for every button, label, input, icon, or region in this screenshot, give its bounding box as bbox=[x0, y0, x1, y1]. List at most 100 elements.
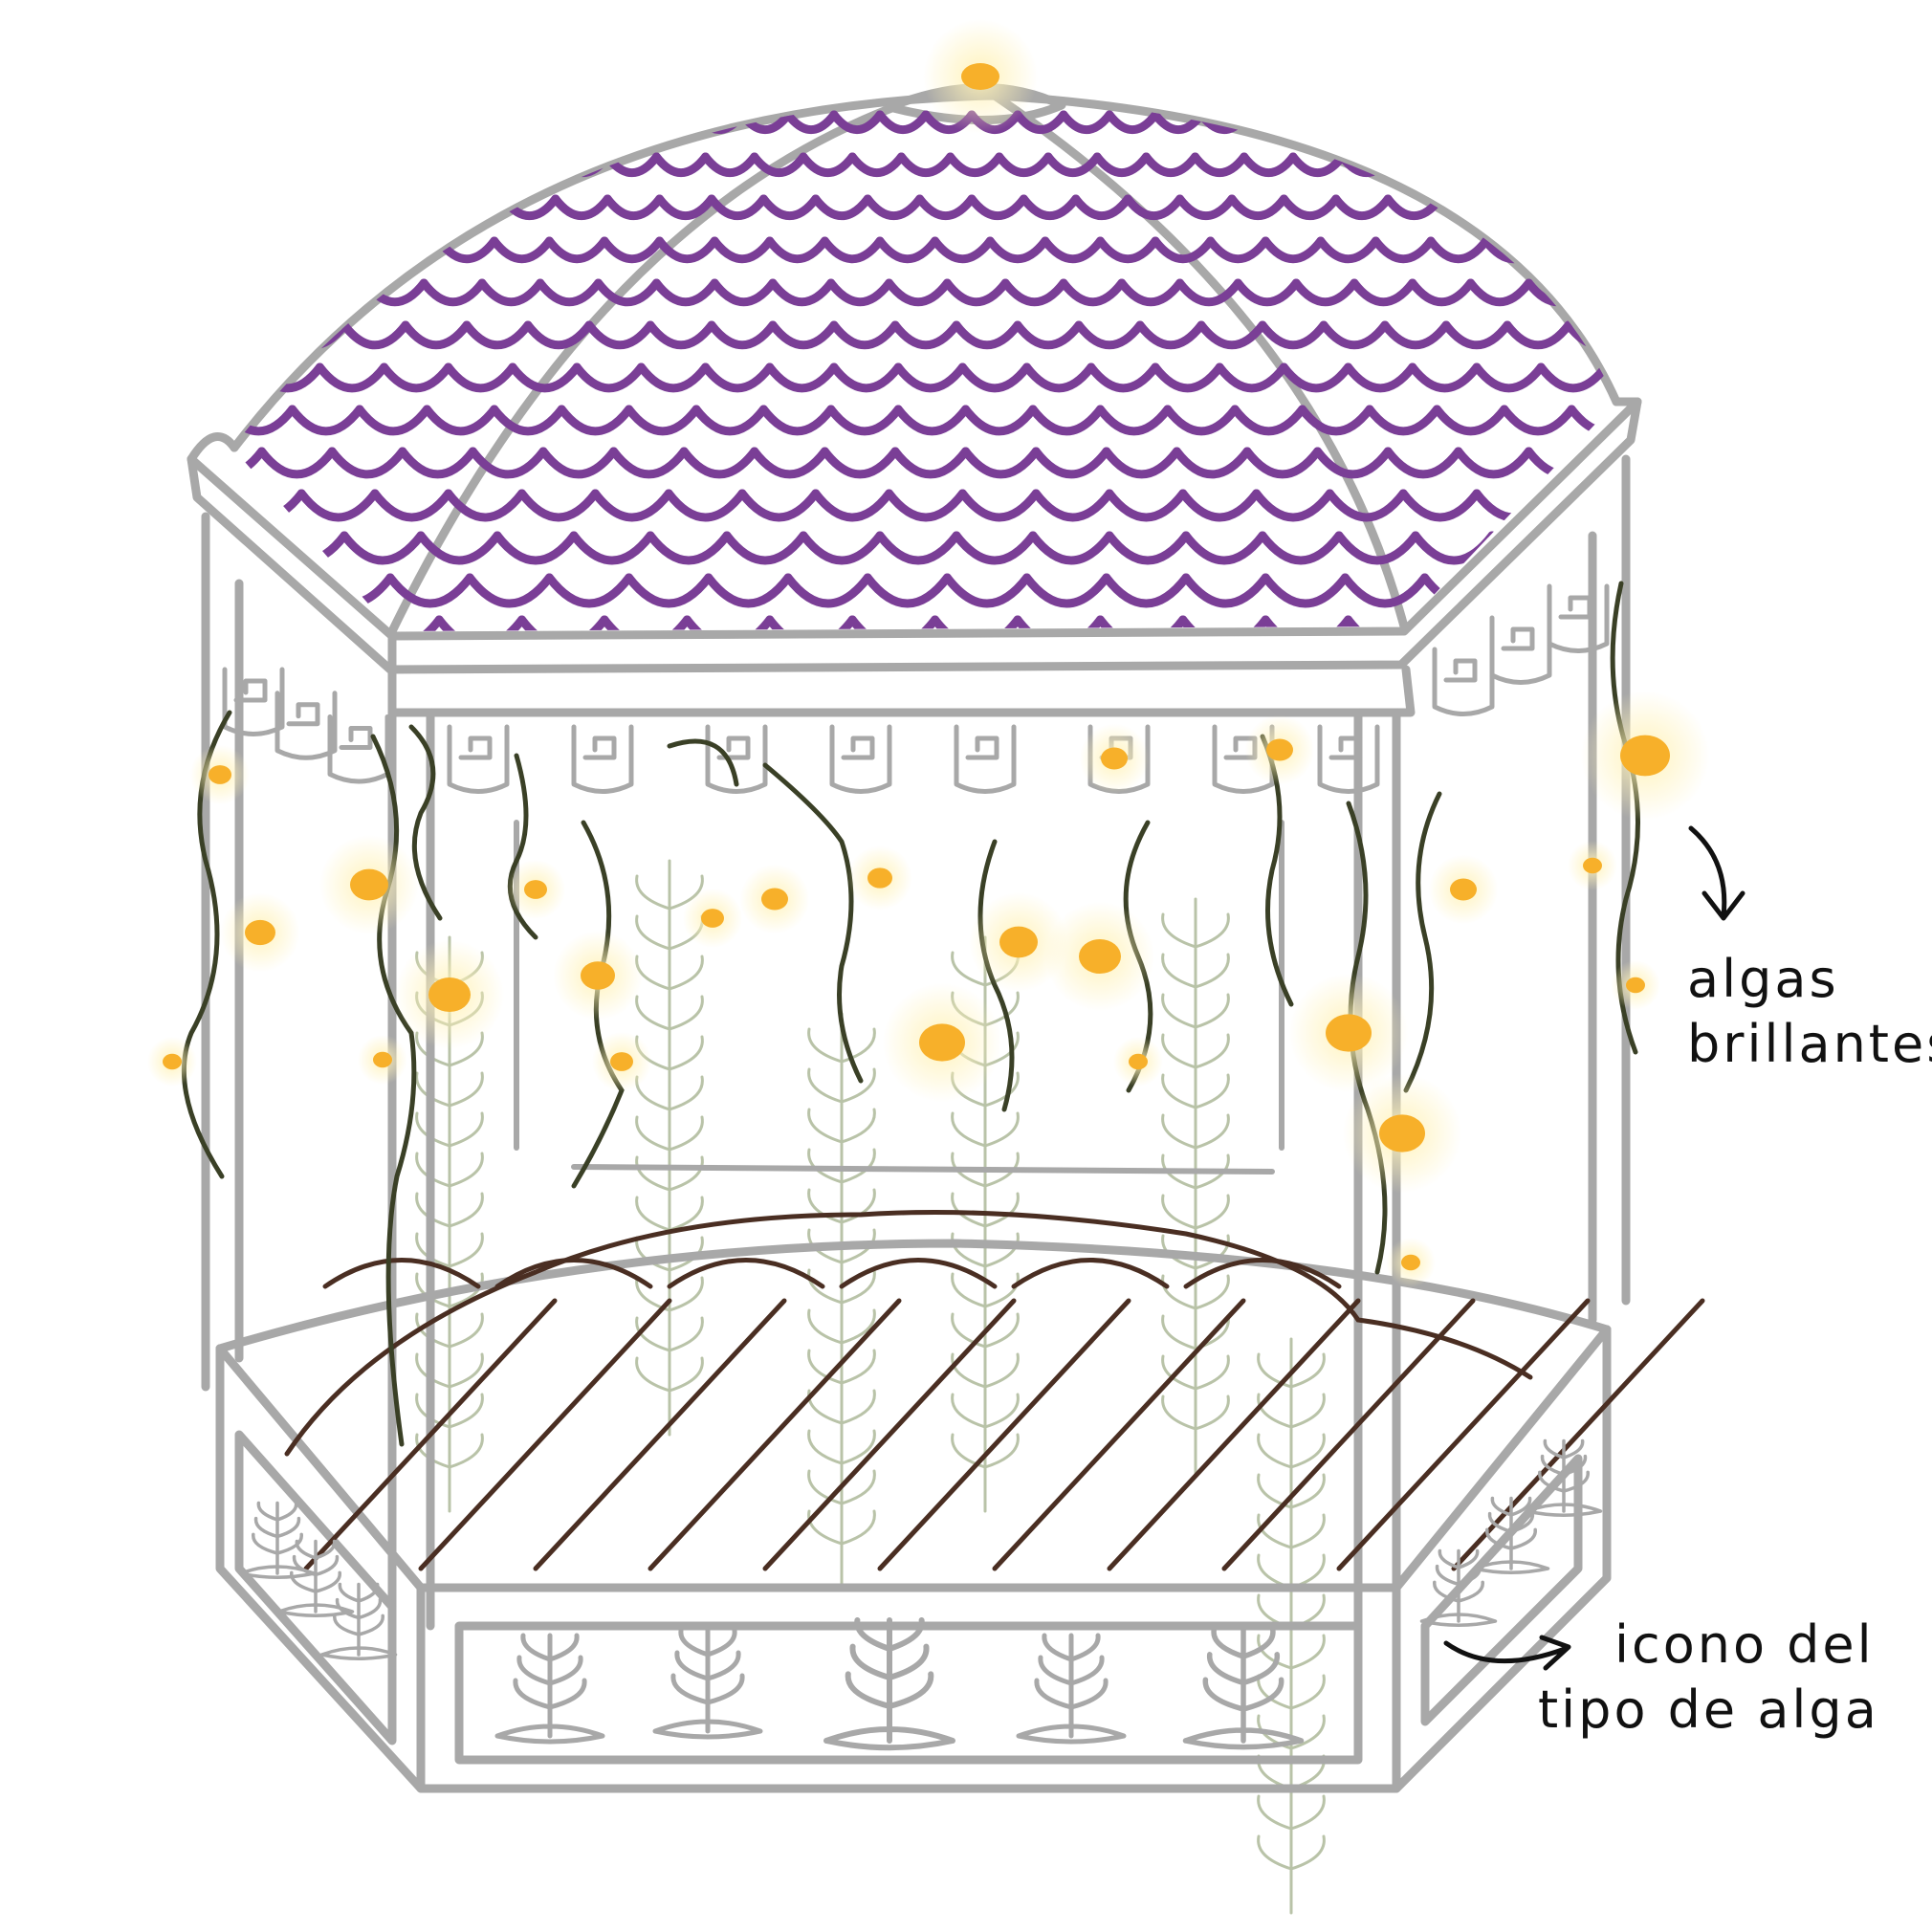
roof-scale bbox=[829, 362, 903, 393]
glowing-algae-bulb bbox=[373, 1051, 392, 1068]
roof-scale bbox=[1298, 405, 1374, 436]
roof-scale bbox=[456, 152, 515, 177]
roof-scale bbox=[1197, 320, 1267, 350]
roof-scale bbox=[232, 278, 254, 307]
ghost-plant-leaf bbox=[1257, 1634, 1326, 1670]
ghost-plant-leaf bbox=[807, 1308, 876, 1345]
ghost-plant-leaf bbox=[807, 1509, 876, 1546]
ghost-plant-leaf bbox=[415, 1272, 484, 1308]
fern-leaf-stroke bbox=[319, 1582, 398, 1660]
roof-scale bbox=[915, 194, 977, 220]
annotation-arrows bbox=[1443, 825, 1745, 1671]
roof-scale bbox=[1600, 362, 1616, 393]
ghost-plant-leaf bbox=[807, 1067, 876, 1104]
roof-scale bbox=[1331, 194, 1393, 220]
glowing-algae-bulb bbox=[1583, 857, 1602, 874]
glowing-algae-bulb bbox=[1626, 977, 1645, 994]
roof-scale bbox=[1380, 110, 1436, 134]
roof-scale bbox=[1380, 320, 1451, 350]
glowing-algae-bulb bbox=[1129, 1053, 1148, 1070]
roof-scale bbox=[1484, 152, 1543, 177]
roof-scale bbox=[704, 573, 793, 608]
roof-scale bbox=[875, 110, 931, 134]
roof-scale bbox=[269, 236, 334, 264]
roof-scale bbox=[885, 278, 952, 307]
roof-scale bbox=[829, 110, 885, 134]
roof-scale bbox=[1436, 152, 1494, 177]
roof-scale bbox=[1175, 194, 1237, 220]
fern-leaf-stroke bbox=[238, 1501, 317, 1579]
roof-scale bbox=[679, 447, 759, 479]
roof-scale bbox=[370, 489, 453, 522]
algae-vine bbox=[667, 738, 739, 787]
roof-scale bbox=[646, 531, 732, 565]
glowing-algae-label-line1: algas bbox=[1687, 949, 1839, 1009]
ghost-plant-leaf bbox=[635, 1155, 704, 1192]
algae-type-icon-label: icono del tipo de alga bbox=[1538, 1613, 1879, 1742]
roof-scale bbox=[1059, 110, 1114, 134]
roof-scale bbox=[1334, 110, 1390, 134]
ghost-plant-leaf bbox=[951, 1433, 1020, 1469]
roof-scale bbox=[544, 236, 609, 264]
roof-scale bbox=[1518, 110, 1573, 134]
ghost-plant-leaf bbox=[1161, 993, 1230, 1029]
roof-scale bbox=[1031, 447, 1111, 479]
bed-slat bbox=[1107, 1298, 1361, 1571]
roof-scale bbox=[1313, 447, 1393, 479]
roof-scale bbox=[961, 447, 1041, 479]
glowing-algae-bulb bbox=[1326, 1014, 1372, 1052]
roof-scale bbox=[1508, 615, 1601, 631]
ghost-plant-leaf bbox=[951, 1352, 1020, 1389]
roof-scale bbox=[625, 573, 714, 608]
algae-vine bbox=[507, 753, 538, 940]
ghost-plant-leaf bbox=[807, 1188, 876, 1224]
roof-scale bbox=[544, 573, 634, 608]
frieze-tab bbox=[954, 724, 1017, 794]
roof-scale bbox=[1240, 152, 1298, 177]
ghost-plant-leaf bbox=[415, 1393, 484, 1429]
roof-scale bbox=[1645, 283, 1703, 302]
roof-scale bbox=[1022, 573, 1111, 608]
roof-scale bbox=[1258, 320, 1328, 350]
roof-scale bbox=[1564, 531, 1616, 565]
roof-scale bbox=[590, 489, 673, 522]
roof-scale bbox=[257, 447, 337, 479]
fern-leaf-icon bbox=[1016, 1633, 1127, 1745]
bed-slat bbox=[418, 1298, 672, 1571]
roof-scale bbox=[952, 320, 1022, 350]
roof-scale bbox=[765, 236, 829, 264]
ghost-plant-leaf bbox=[415, 1071, 484, 1108]
ghost-plant-leaf bbox=[635, 1316, 704, 1352]
roof-scale bbox=[1175, 278, 1242, 307]
roof-scale bbox=[1261, 573, 1350, 608]
roof-scale bbox=[490, 405, 566, 436]
roof-scale bbox=[1258, 531, 1344, 565]
roof-scale bbox=[820, 447, 900, 479]
frieze-tab bbox=[705, 724, 768, 794]
roof-scale bbox=[1215, 362, 1288, 393]
roof-scale bbox=[385, 573, 474, 608]
roof-scale bbox=[447, 194, 508, 220]
roof-scale bbox=[1123, 194, 1185, 220]
roof-scale bbox=[1365, 405, 1441, 436]
roof-scale bbox=[557, 405, 634, 436]
roof-scale bbox=[1319, 320, 1390, 350]
roof-scale bbox=[232, 320, 288, 350]
glowing-algae-label-line2: brillantes bbox=[1687, 1013, 1932, 1074]
roof-scale bbox=[942, 278, 1010, 307]
fern-leaf-stroke bbox=[1016, 1633, 1127, 1745]
fern-leaf-icon bbox=[652, 1628, 763, 1740]
roof-scale bbox=[1441, 320, 1512, 350]
glowing-algae-bulb bbox=[867, 867, 892, 889]
glowing-algae-bulb bbox=[209, 765, 231, 784]
roof-scale bbox=[538, 447, 619, 479]
roof-scale bbox=[737, 489, 821, 522]
roof-scale bbox=[768, 278, 836, 307]
roof-scale bbox=[1279, 194, 1341, 220]
roof-scale bbox=[1533, 152, 1592, 177]
frieze-tab bbox=[1547, 583, 1610, 653]
frieze-tab bbox=[274, 691, 338, 760]
roof-scale bbox=[422, 405, 499, 436]
glowing-algae-bulb bbox=[1620, 735, 1670, 777]
roof-scale bbox=[1206, 236, 1270, 264]
